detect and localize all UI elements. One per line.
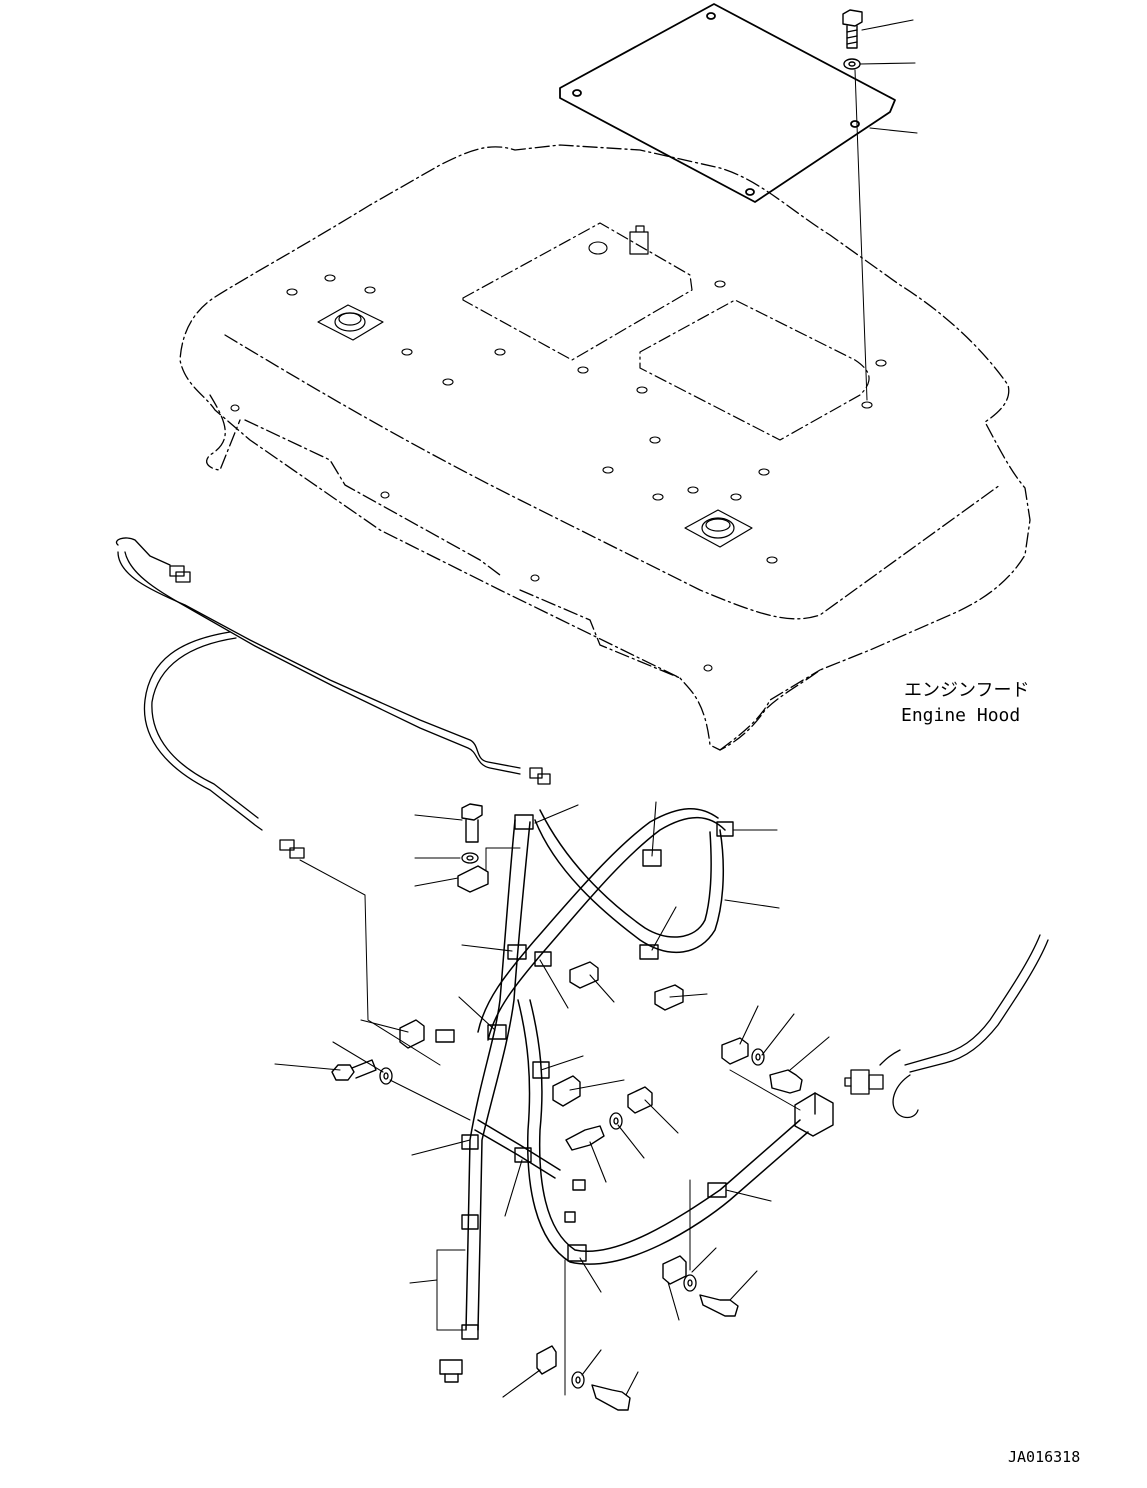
- drawing-code: JA016318: [1008, 1448, 1080, 1466]
- guide-line-left: [299, 859, 441, 1066]
- harness-upper-left: [115, 537, 551, 859]
- harness-clamps: [461, 814, 734, 1340]
- cover-plate: [559, 3, 896, 203]
- hood-hatch-left: [462, 222, 693, 361]
- engine-hood-outline: [179, 144, 1031, 751]
- engine-hood-label-jp: エンジンフード: [904, 680, 1029, 701]
- engine-hood-label-en: Engine Hood: [901, 705, 1020, 726]
- hood-latch: [629, 225, 649, 255]
- leader-lines: [274, 19, 918, 1398]
- cover-bolt-icon: [842, 9, 863, 49]
- harness-main: [465, 807, 809, 1331]
- hood-hatch-right: [639, 299, 870, 441]
- hood-mount-pad-right: [684, 509, 753, 548]
- harness-connectors: [435, 1029, 834, 1383]
- brackets: [399, 865, 749, 1375]
- hood-mount-pad-left: [317, 304, 384, 341]
- guide-lines: [389, 847, 801, 1396]
- cover-washer-icon: [843, 58, 861, 70]
- harness-right: [844, 934, 1049, 1119]
- bolts: [331, 803, 803, 1411]
- hood-holes: [230, 241, 887, 672]
- washers: [379, 852, 765, 1389]
- cover-alignment-line: [854, 69, 868, 401]
